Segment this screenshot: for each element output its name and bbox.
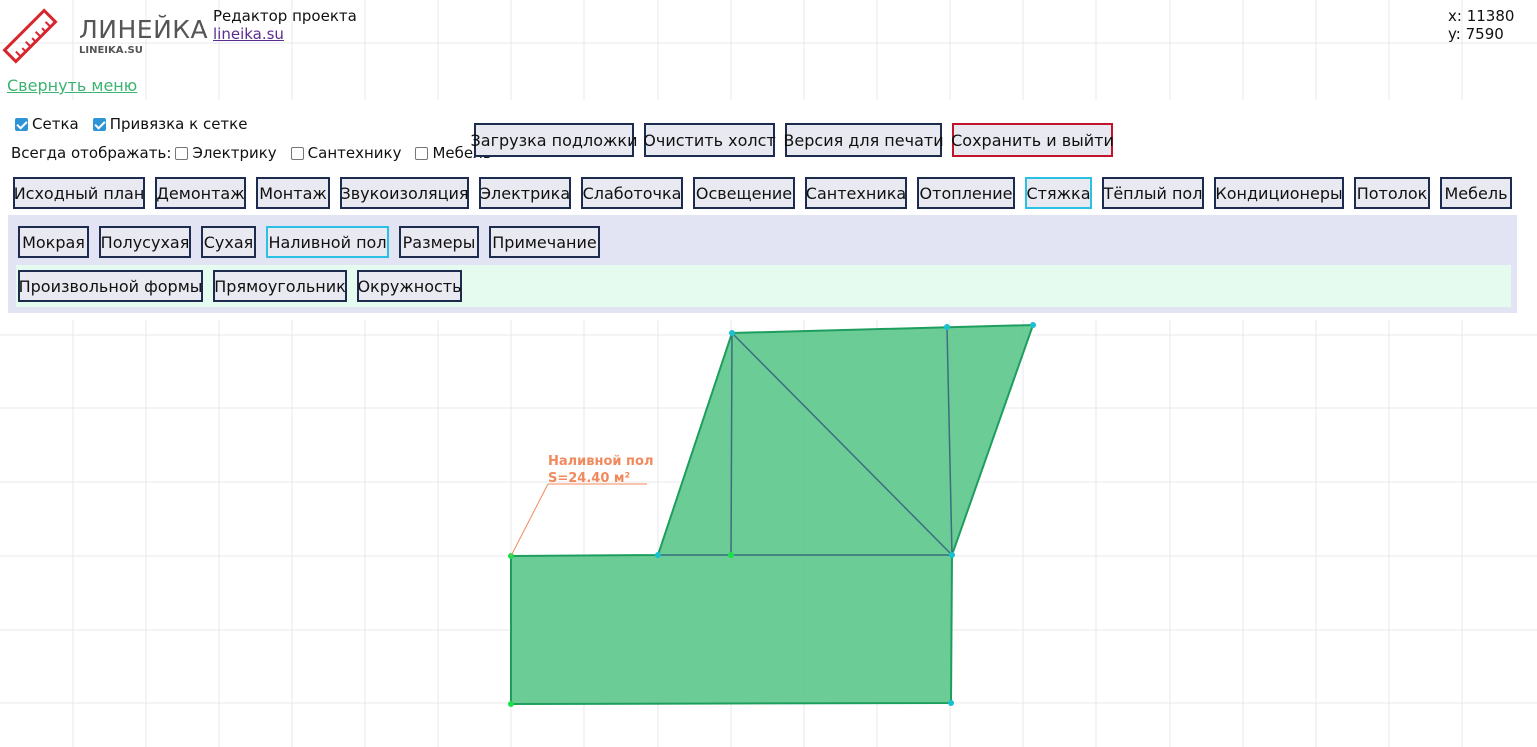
tab-warm-floor[interactable]: Тёплый пол <box>1102 177 1204 209</box>
ruler-logo-icon <box>2 8 58 64</box>
subtab-dry[interactable]: Сухая <box>201 226 256 258</box>
brand-subtitle: LINEIKA.SU <box>79 45 143 56</box>
subtab-semi-dry[interactable]: Полусухая <box>99 226 191 258</box>
tab-demolition[interactable]: Демонтаж <box>155 177 246 209</box>
plumbing-checkbox-label: Сантехнику <box>307 144 402 162</box>
electric-checkbox[interactable] <box>175 146 189 160</box>
tab-furniture[interactable]: Мебель <box>1440 177 1512 209</box>
subtab-note[interactable]: Примечание <box>489 226 600 258</box>
tab-ceiling[interactable]: Потолок <box>1354 177 1430 209</box>
tab-air-conditioners[interactable]: Кондиционеры <box>1214 177 1344 209</box>
subtab-dimensions[interactable]: Размеры <box>399 226 479 258</box>
coord-y: y: 7590 <box>1448 25 1504 43</box>
brand-name: ЛИНЕЙКА <box>79 15 209 44</box>
tab-electrics[interactable]: Электрика <box>479 177 571 209</box>
shape-freeform-button[interactable]: Произвольной формы <box>18 270 203 302</box>
always-show-label: Всегда отображать: <box>11 144 172 162</box>
tab-plumbing[interactable]: Сантехника <box>805 177 907 209</box>
shape-circle-button[interactable]: Окружность <box>357 270 462 302</box>
always-show-row: Всегда отображать: Электрику Сантехнику … <box>11 144 506 162</box>
save-and-exit-button[interactable]: Сохранить и выйти <box>951 123 1114 157</box>
furniture-checkbox[interactable] <box>415 146 429 160</box>
tab-low-current[interactable]: Слаботочка <box>581 177 683 209</box>
print-version-button[interactable]: Версия для печати <box>783 123 944 157</box>
clear-canvas-button[interactable]: Очистить холст <box>643 123 776 157</box>
snap-checkbox[interactable] <box>92 117 106 131</box>
site-link[interactable]: lineika.su <box>213 25 284 43</box>
grid-checkbox[interactable] <box>15 117 28 131</box>
tab-lighting[interactable]: Освещение <box>693 177 795 209</box>
tab-heating[interactable]: Отопление <box>917 177 1015 209</box>
tab-original-plan[interactable]: Исходный план <box>13 177 145 209</box>
grid-checkbox-label: Сетка <box>32 115 79 133</box>
cursor-coordinates: x: 11380 y: 7590 <box>1448 7 1514 43</box>
electric-checkbox-label: Электрику <box>192 144 277 162</box>
tab-mounting[interactable]: Монтаж <box>256 177 330 209</box>
tab-soundproofing[interactable]: Звукоизоляция <box>340 177 469 209</box>
shape-rectangle-button[interactable]: Прямоугольник <box>213 270 347 302</box>
coord-x: x: 11380 <box>1448 7 1515 25</box>
view-options-row: Сетка Привязка к сетке <box>15 115 261 133</box>
collapse-menu-link[interactable]: Свернуть меню <box>7 76 138 95</box>
tab-screed[interactable]: Стяжка <box>1025 177 1092 209</box>
upload-underlay-button[interactable]: Загрузка подложки <box>471 123 637 157</box>
subtab-self-leveling-floor[interactable]: Наливной пол <box>266 226 389 258</box>
plumbing-checkbox[interactable] <box>290 146 304 160</box>
snap-checkbox-label: Привязка к сетке <box>109 115 248 133</box>
editor-title: Редактор проекта <box>213 7 357 25</box>
subtab-wet[interactable]: Мокрая <box>18 226 89 258</box>
